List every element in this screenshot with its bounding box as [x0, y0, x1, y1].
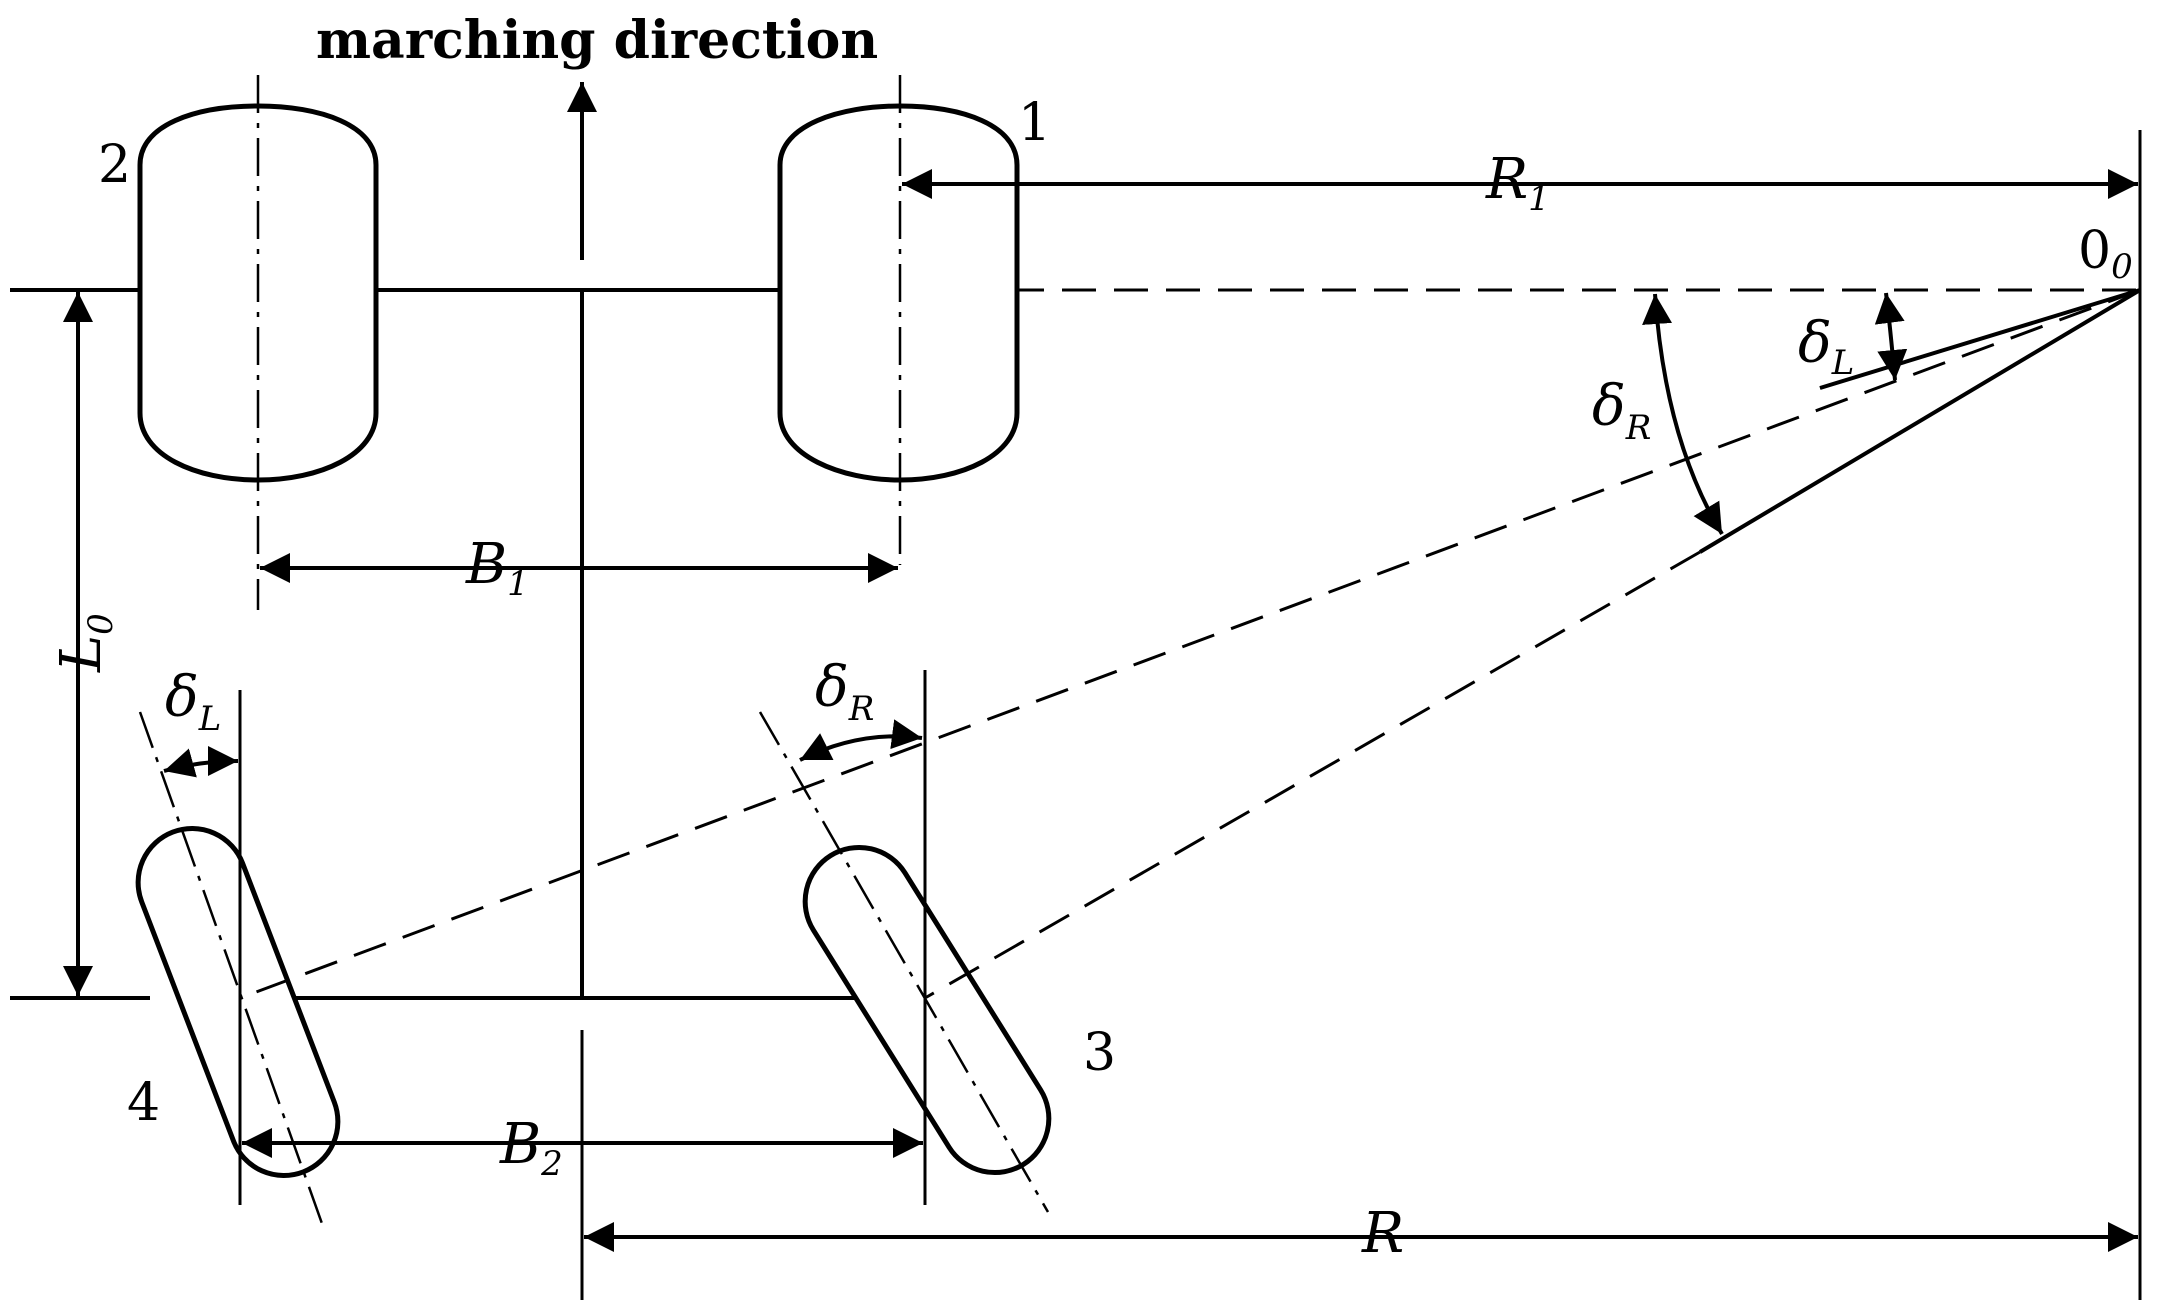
front-wheel-1	[777, 103, 1020, 483]
label-deltaL-front: δL	[1798, 311, 1854, 383]
rear-wheel-3-axis	[758, 711, 1050, 1213]
outer-ray-solid	[1698, 288, 2142, 554]
label-B2: B2	[499, 1112, 563, 1184]
wheel-label-3: 3	[1083, 1023, 1116, 1083]
label-deltaR-rear: δR	[815, 655, 874, 729]
label-R: R	[1361, 1201, 1404, 1266]
rear-wheel-4	[135, 826, 341, 1178]
inner-ray-solid	[1819, 288, 2141, 390]
wheel-label-2: 2	[98, 135, 131, 195]
label-R1: R1	[1485, 147, 1550, 219]
label-L0: L0	[49, 613, 121, 673]
marching-direction-title: marching direction	[316, 10, 878, 71]
inner-ray-to-wheel-4	[239, 288, 2141, 1000]
rear-wheel-3	[802, 844, 1052, 1176]
label-deltaL-rear: δL	[165, 665, 221, 739]
angle-arc-deltaL-rear	[163, 746, 239, 778]
label-deltaR-front: δR	[1592, 374, 1651, 448]
angle-arc-deltaL-front	[1874, 292, 1908, 381]
outer-ray-to-wheel-3	[924, 550, 1701, 1000]
angle-arc-deltaR-rear	[799, 719, 923, 762]
label-B1: B1	[465, 532, 529, 604]
wheel-label-1: 1	[1018, 93, 1051, 153]
angle-arc-deltaR-front	[1642, 293, 1724, 536]
turning-center-label: 00	[2078, 221, 2133, 287]
wheel-label-4: 4	[127, 1073, 160, 1133]
